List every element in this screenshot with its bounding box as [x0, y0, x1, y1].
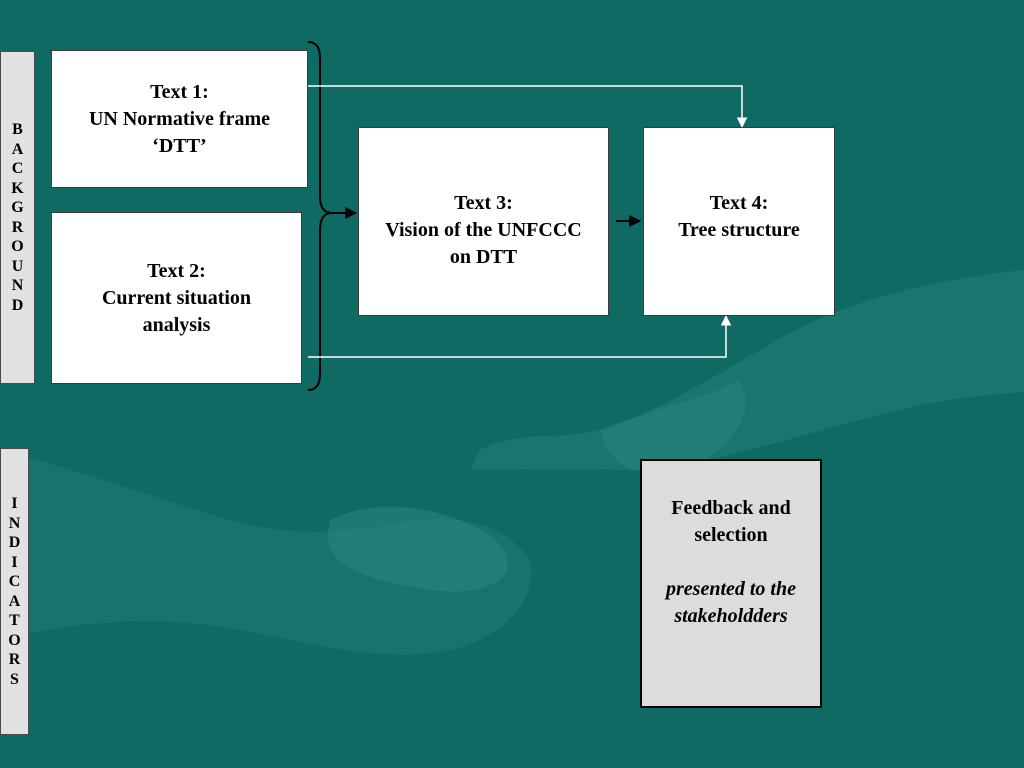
- text2-label: Text 2:: [147, 259, 206, 282]
- side-label-letter: K: [11, 179, 24, 197]
- side-label-letter: I: [11, 553, 18, 571]
- feedback-sub-line-2: stakeholdders: [674, 605, 788, 627]
- text1-line-1: UN Normative frame: [88, 107, 271, 130]
- text1-label: Text 1:: [150, 80, 209, 103]
- side-label-letter: O: [11, 238, 24, 255]
- text4-label: Text 4:: [709, 192, 769, 214]
- feedback-title-line-2: selection: [694, 524, 768, 546]
- text3-line-2: on DTT: [449, 246, 518, 268]
- text3-box: Text 3: Vision of the UNFCCC on DTT: [358, 127, 609, 316]
- background-arm-shape: [470, 270, 1024, 470]
- side-label-letter: N: [8, 514, 21, 532]
- background-hand-shape: [0, 450, 532, 655]
- background-fingers-shape: [328, 506, 508, 592]
- text3-line-1: Vision of the UNFCCC: [385, 219, 582, 241]
- side-label-letter: R: [8, 651, 21, 668]
- side-label-letter: N: [11, 277, 24, 294]
- side-label-letter: U: [11, 257, 24, 275]
- side-label-letter: C: [8, 573, 21, 590]
- side-label-letter: R: [11, 218, 24, 236]
- side-label-letter: G: [11, 199, 24, 216]
- text2-to-text4-connector: [308, 314, 732, 358]
- text2-line-2: analysis: [142, 313, 211, 336]
- text1-line-2: ‘DTT’: [152, 134, 207, 157]
- side-label-letter: A: [8, 592, 21, 610]
- text3-label: Text 3:: [454, 192, 513, 214]
- side-label-letter: D: [11, 296, 24, 314]
- side-label-letter: C: [11, 160, 24, 177]
- text2-box: Text 2: Current situation analysis: [51, 212, 302, 384]
- text1-to-text4-connector: [308, 85, 748, 129]
- side-label-letter: B: [12, 121, 23, 138]
- feedback-subtitle: presented to the stakeholdders: [666, 576, 796, 630]
- side-label-letter: S: [10, 670, 19, 688]
- text1-box: Text 1: UN Normative frame ‘DTT’: [51, 50, 308, 188]
- side-label-letter: T: [9, 612, 20, 629]
- side-label-letter: D: [8, 534, 21, 551]
- feedback-title-line-1: Feedback and: [671, 497, 791, 519]
- side-label-letter: I: [11, 495, 18, 512]
- side-label-letter: A: [11, 140, 24, 158]
- feedback-selection-box: Feedback and selection presented to the …: [640, 459, 822, 708]
- background-wrist-shape: [600, 380, 746, 473]
- side-label-letter: O: [8, 631, 21, 649]
- text2-line-1: Current situation: [101, 286, 252, 309]
- right-curly-brace: [307, 41, 333, 391]
- text4-line-1: Tree structure: [678, 219, 800, 241]
- feedback-sub-line-1: presented to the: [666, 578, 796, 600]
- text4-box: Text 4: Tree structure: [643, 127, 835, 316]
- feedback-title: Feedback and selection: [671, 495, 790, 549]
